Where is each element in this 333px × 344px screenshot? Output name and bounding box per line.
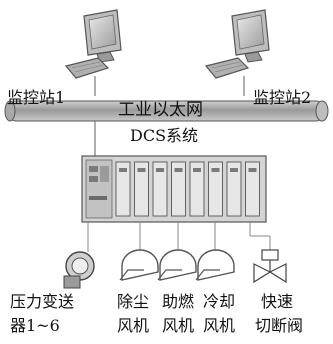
io-module-indicator — [156, 168, 164, 172]
device-label-dust-line1: 除尘 — [117, 292, 150, 311]
io-module-indicator — [119, 168, 127, 172]
device-label-cooling-line2: 风机 — [203, 316, 236, 335]
io-module-slot — [189, 161, 205, 217]
io-module-indicator — [137, 168, 146, 172]
io-module-indicator — [193, 168, 201, 172]
io-module-slot — [134, 161, 149, 217]
io-module-indicator — [211, 168, 220, 172]
io-module-slot — [208, 161, 223, 217]
io-module-indicator — [248, 168, 257, 172]
shutoff-valve-icon — [253, 249, 287, 284]
fan-icon-dust — [119, 249, 159, 281]
fan-icon-cooling — [195, 249, 235, 281]
computer-icon-station-2 — [204, 9, 270, 79]
fan-icon-combustion — [157, 249, 197, 281]
station-2-label: 监控站2 — [253, 88, 312, 107]
io-module-slot — [171, 161, 186, 217]
device-label-pressure-line1: 压力变送 — [10, 292, 75, 311]
device-label-cooling-line1: 冷却 — [203, 292, 236, 311]
device-label-dust-line2: 风机 — [117, 316, 150, 335]
dcs-label: DCS系统 — [130, 126, 199, 145]
computer-icon-station-1 — [64, 9, 122, 79]
device-label-valve-line2: 切断阀 — [255, 316, 304, 335]
device-label-combustion-line1: 助燃 — [162, 292, 195, 311]
station-1-label: 监控站1 — [7, 88, 66, 107]
ethernet-bus — [4, 100, 329, 122]
dcs-io-modules — [115, 161, 260, 217]
io-module-indicator — [230, 168, 238, 172]
bus-label: 工业以太网 — [118, 100, 203, 120]
device-label-valve-line1: 快速 — [261, 292, 294, 311]
io-module-slot — [115, 161, 131, 217]
io-module-indicator — [174, 168, 183, 172]
io-module-slot — [152, 161, 168, 217]
device-label-pressure-line2: 器1~6 — [10, 316, 60, 335]
device-label-combustion-line2: 风机 — [162, 316, 195, 335]
io-module-slot — [245, 161, 260, 217]
io-module-slot — [226, 161, 242, 217]
pressure-transmitter-icon — [63, 251, 95, 289]
signal-wires — [87, 222, 271, 252]
